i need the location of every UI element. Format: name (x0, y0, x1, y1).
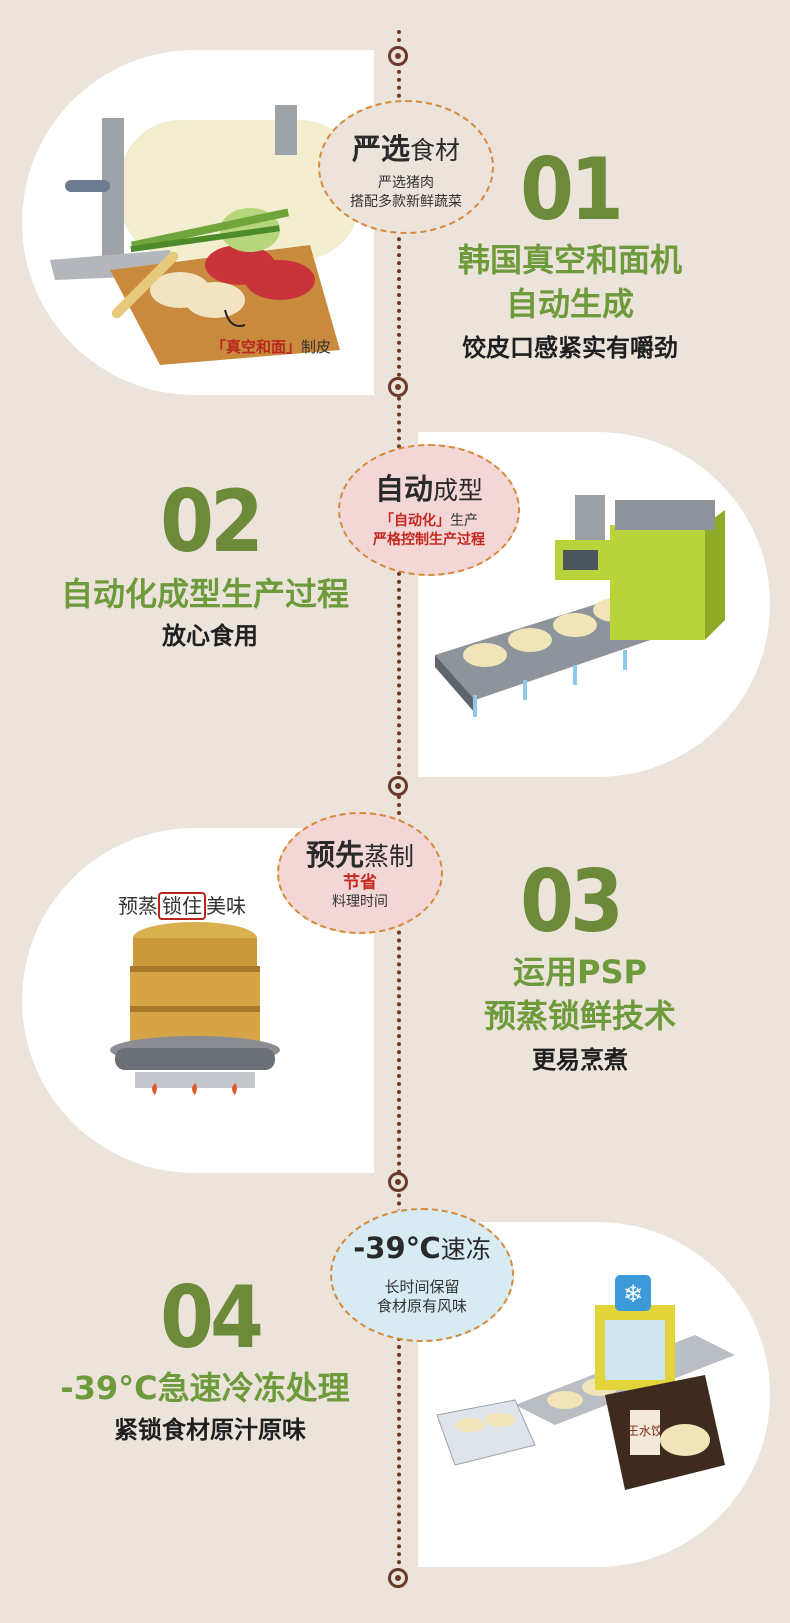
timeline-node (388, 1568, 408, 1588)
freezing-line-illustration: ❄ 王水饺 (436, 1275, 735, 1490)
timeline-node (388, 1172, 408, 1192)
step4-bubble: -39℃速冻 长时间保留 食材原有风味 (330, 1208, 514, 1342)
bubble-title-light: 蒸制 (364, 842, 415, 871)
step1-bubble: 严选食材 严选猪肉 搭配多款新鲜蔬菜 (318, 100, 494, 234)
caption-text: 制皮 (301, 338, 332, 356)
step3-title: 运用PSP 预蒸锁鲜技术 (483, 953, 676, 1035)
bubble-highlight: 「自动化」 (380, 513, 450, 529)
bubble-line: 严选猪肉 (378, 175, 434, 191)
package-brand: 王水饺 (627, 1423, 663, 1438)
step3-bubble: 预先蒸制 节省 料理时间 (277, 812, 443, 934)
bubble-title-light: 食材 (410, 136, 461, 165)
step4-title: -39°C急速冷冻处理 (60, 1369, 350, 1407)
bubble-title-strong: 预先 (305, 838, 364, 872)
bubble-line: 长时间保留 (384, 1278, 460, 1296)
step3-number: 03 (520, 852, 624, 952)
svg-text:❄: ❄ (623, 1280, 643, 1308)
caption-highlight: 「真空和面」 (211, 338, 302, 356)
step3-arc-text: 预蒸锁住美味 (118, 892, 246, 920)
timeline-line (397, 30, 401, 1590)
dough-machine-illustration (50, 105, 360, 365)
bubble-title-strong: -39℃ (353, 1231, 441, 1265)
timeline-node (388, 46, 408, 66)
bubble-title-strong: 自动 (374, 472, 433, 506)
bubble-line: 食材原有风味 (376, 1297, 467, 1315)
step2-bubble: 自动成型 「自动化」生产 严格控制生产过程 (338, 444, 520, 576)
timeline-node (388, 776, 408, 796)
step2-number: 02 (160, 472, 264, 572)
step1-caption: 「真空和面」制皮 (211, 336, 331, 357)
bubble-title-light: 速冻 (440, 1235, 491, 1264)
bubble-title-strong: 严选 (351, 132, 410, 166)
step4-subtitle: 紧锁食材原汁原味 (114, 1416, 306, 1444)
bubble-highlight: 节省 (343, 873, 377, 893)
bubble-title-light: 成型 (433, 476, 484, 505)
step3-subtitle: 更易烹煮 (532, 1046, 628, 1074)
bubble-line: 搭配多款新鲜蔬菜 (350, 194, 462, 210)
bubble-line: 严格控制生产过程 (373, 532, 485, 548)
timeline-node (388, 377, 408, 397)
step2-title: 自动化成型生产过程 (60, 575, 349, 613)
step1-number: 01 (520, 140, 624, 240)
steamer-illustration (110, 922, 280, 1095)
step1-subtitle: 饺皮口感紧实有嚼劲 (462, 334, 678, 362)
step2-subtitle: 放心食用 (162, 622, 258, 650)
step4-number: 04 (160, 1268, 264, 1368)
forming-machine-illustration (435, 495, 725, 717)
step1-title: 韩国真空和面机 自动生成 (457, 241, 682, 323)
bubble-line: 料理时间 (332, 894, 388, 910)
